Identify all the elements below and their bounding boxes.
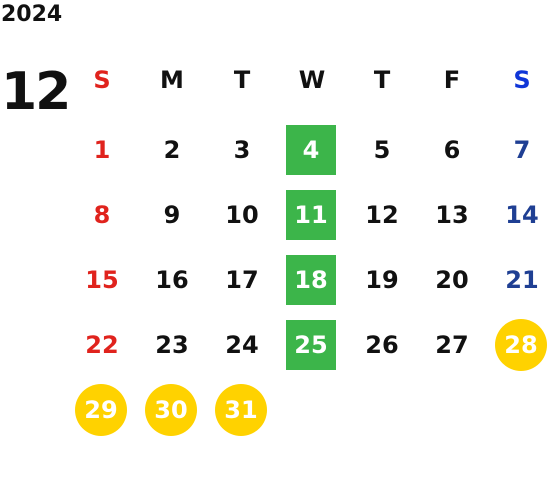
header-sat: S [513,66,531,94]
day-cell[interactable]: 27 [435,331,469,359]
day-cell-highlight-yellow[interactable]: 28 [495,319,547,371]
day-cell[interactable]: 20 [435,266,469,294]
day-cell[interactable]: 7 [513,136,531,164]
day-cell[interactable]: 10 [225,201,259,229]
day-cell-highlight-green[interactable]: 25 [286,320,336,370]
day-cell[interactable]: 1 [93,136,111,164]
day-cell[interactable]: 13 [435,201,469,229]
header-fri: F [443,66,461,94]
day-cell[interactable]: 12 [365,201,399,229]
day-cell[interactable]: 2 [163,136,181,164]
day-cell[interactable]: 8 [93,201,111,229]
day-cell-highlight-yellow[interactable]: 31 [215,384,267,436]
day-cell[interactable]: 5 [373,136,391,164]
day-cell[interactable]: 26 [365,331,399,359]
month-number: 12 [1,62,71,122]
day-cell[interactable]: 17 [225,266,259,294]
day-cell[interactable]: 14 [505,201,539,229]
year-label: 2024 [1,2,63,27]
day-cell[interactable]: 16 [155,266,189,294]
day-cell[interactable]: 23 [155,331,189,359]
day-cell[interactable]: 9 [163,201,181,229]
day-cell[interactable]: 3 [233,136,251,164]
header-mon: M [160,66,184,94]
day-cell[interactable]: 21 [505,266,539,294]
header-wed: W [298,66,326,94]
header-sun: S [93,66,111,94]
day-cell-highlight-green[interactable]: 11 [286,190,336,240]
day-cell[interactable]: 15 [85,266,119,294]
day-cell[interactable]: 22 [85,331,119,359]
header-tue: T [233,66,251,94]
day-cell[interactable]: 19 [365,266,399,294]
day-cell-highlight-yellow[interactable]: 30 [145,384,197,436]
day-cell-highlight-green[interactable]: 18 [286,255,336,305]
day-cell[interactable]: 6 [443,136,461,164]
day-cell[interactable]: 24 [225,331,259,359]
day-cell-highlight-green[interactable]: 4 [286,125,336,175]
day-cell-highlight-yellow[interactable]: 29 [75,384,127,436]
header-thu: T [373,66,391,94]
